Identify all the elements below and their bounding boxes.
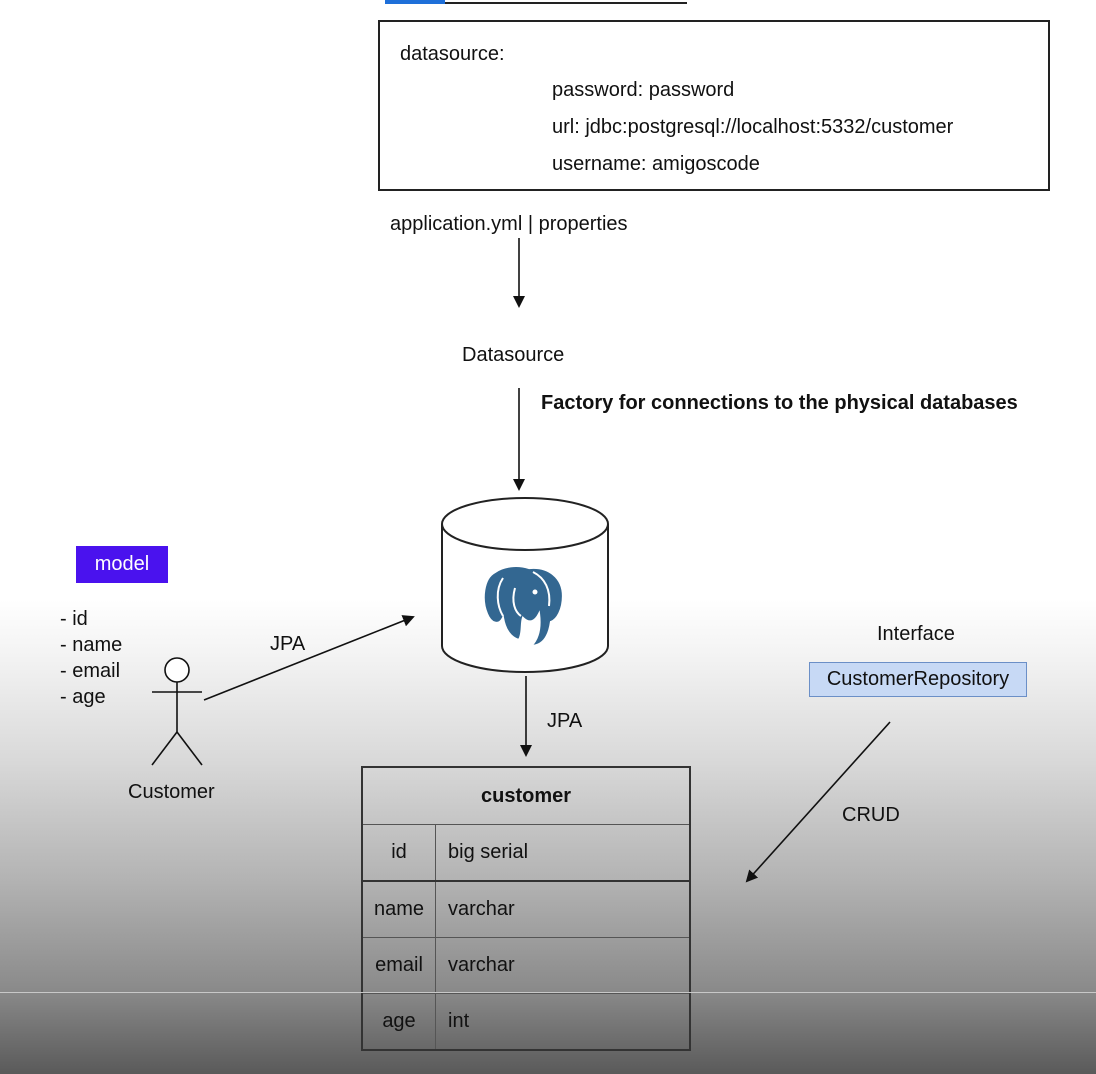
config-header: datasource: — [400, 43, 505, 65]
datasource-label: Datasource — [462, 344, 565, 366]
config-file-label: application.yml | properties — [390, 213, 628, 235]
jpa-left-label: JPA — [270, 633, 306, 655]
table-row: id big serial — [361, 824, 691, 882]
datasource-config-box: datasource: password: password url: jdbc… — [378, 20, 1050, 191]
column-name: email — [361, 937, 436, 994]
column-type: varchar — [435, 937, 691, 994]
config-password: password: password — [552, 79, 735, 101]
jpa-down-label: JPA — [547, 710, 583, 732]
table-row: age int — [361, 993, 691, 1051]
model-attribute: - email — [60, 660, 121, 682]
table-title: customer — [361, 766, 691, 825]
model-attribute: - name — [60, 634, 123, 656]
model-badge: model — [76, 546, 168, 583]
config-url: url: jdbc:postgresql://localhost:5332/cu… — [552, 116, 954, 138]
model-attribute: - age — [60, 686, 106, 708]
interface-label: Interface — [877, 623, 955, 645]
model-attribute: - id — [60, 608, 88, 630]
arrow-repository-crud — [745, 721, 891, 883]
arrow-customer-to-db — [203, 615, 415, 701]
column-type: varchar — [435, 880, 691, 938]
stick-figure-icon — [151, 657, 203, 766]
customer-actor-label: Customer — [128, 781, 215, 803]
postgresql-elephant-icon — [482, 564, 565, 648]
column-name: name — [361, 880, 436, 938]
column-type: big serial — [435, 824, 691, 882]
config-username: username: amigoscode — [552, 153, 760, 175]
crud-label: CRUD — [842, 804, 900, 826]
model-attribute-list: - id - name - email - age — [60, 606, 122, 710]
factory-note: Factory for connections to the physical … — [541, 392, 1018, 414]
bottom-divider-line — [0, 992, 1096, 993]
customer-repository-box: CustomerRepository — [809, 662, 1027, 697]
table-row: email varchar — [361, 937, 691, 994]
column-name: id — [361, 824, 436, 882]
top-divider-line — [445, 2, 687, 4]
column-name: age — [361, 993, 436, 1051]
customer-table: customer id big serial name varchar emai… — [361, 766, 691, 1051]
top-accent-bar — [385, 0, 445, 4]
column-type: int — [435, 993, 691, 1051]
table-row: name varchar — [361, 880, 691, 938]
